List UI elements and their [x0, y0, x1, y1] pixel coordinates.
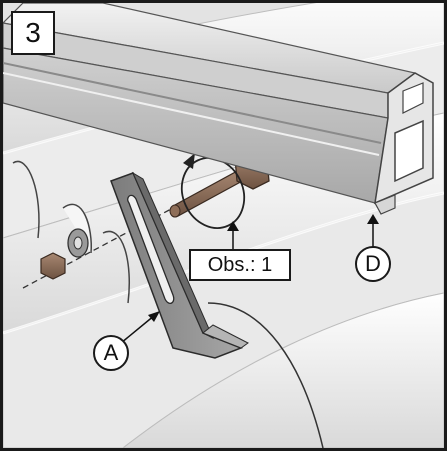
obs-label: Obs.: 1 [207, 253, 273, 276]
part-d-label: D [365, 251, 381, 276]
leader-lines [120, 214, 379, 344]
part-d-callout: D [355, 246, 391, 282]
obs-callout: Obs.: 1 [189, 249, 291, 281]
step-number: 3 [25, 17, 41, 48]
step-number-box: 3 [11, 11, 55, 55]
mounting-illustration [3, 3, 444, 448]
part-a-label: A [103, 340, 119, 365]
washer [67, 228, 89, 258]
rotation-arrow [180, 153, 246, 229]
nut [40, 252, 66, 280]
mounting-rail [3, 3, 434, 215]
l-bracket [110, 171, 324, 448]
part-a-callout: A [93, 335, 129, 371]
